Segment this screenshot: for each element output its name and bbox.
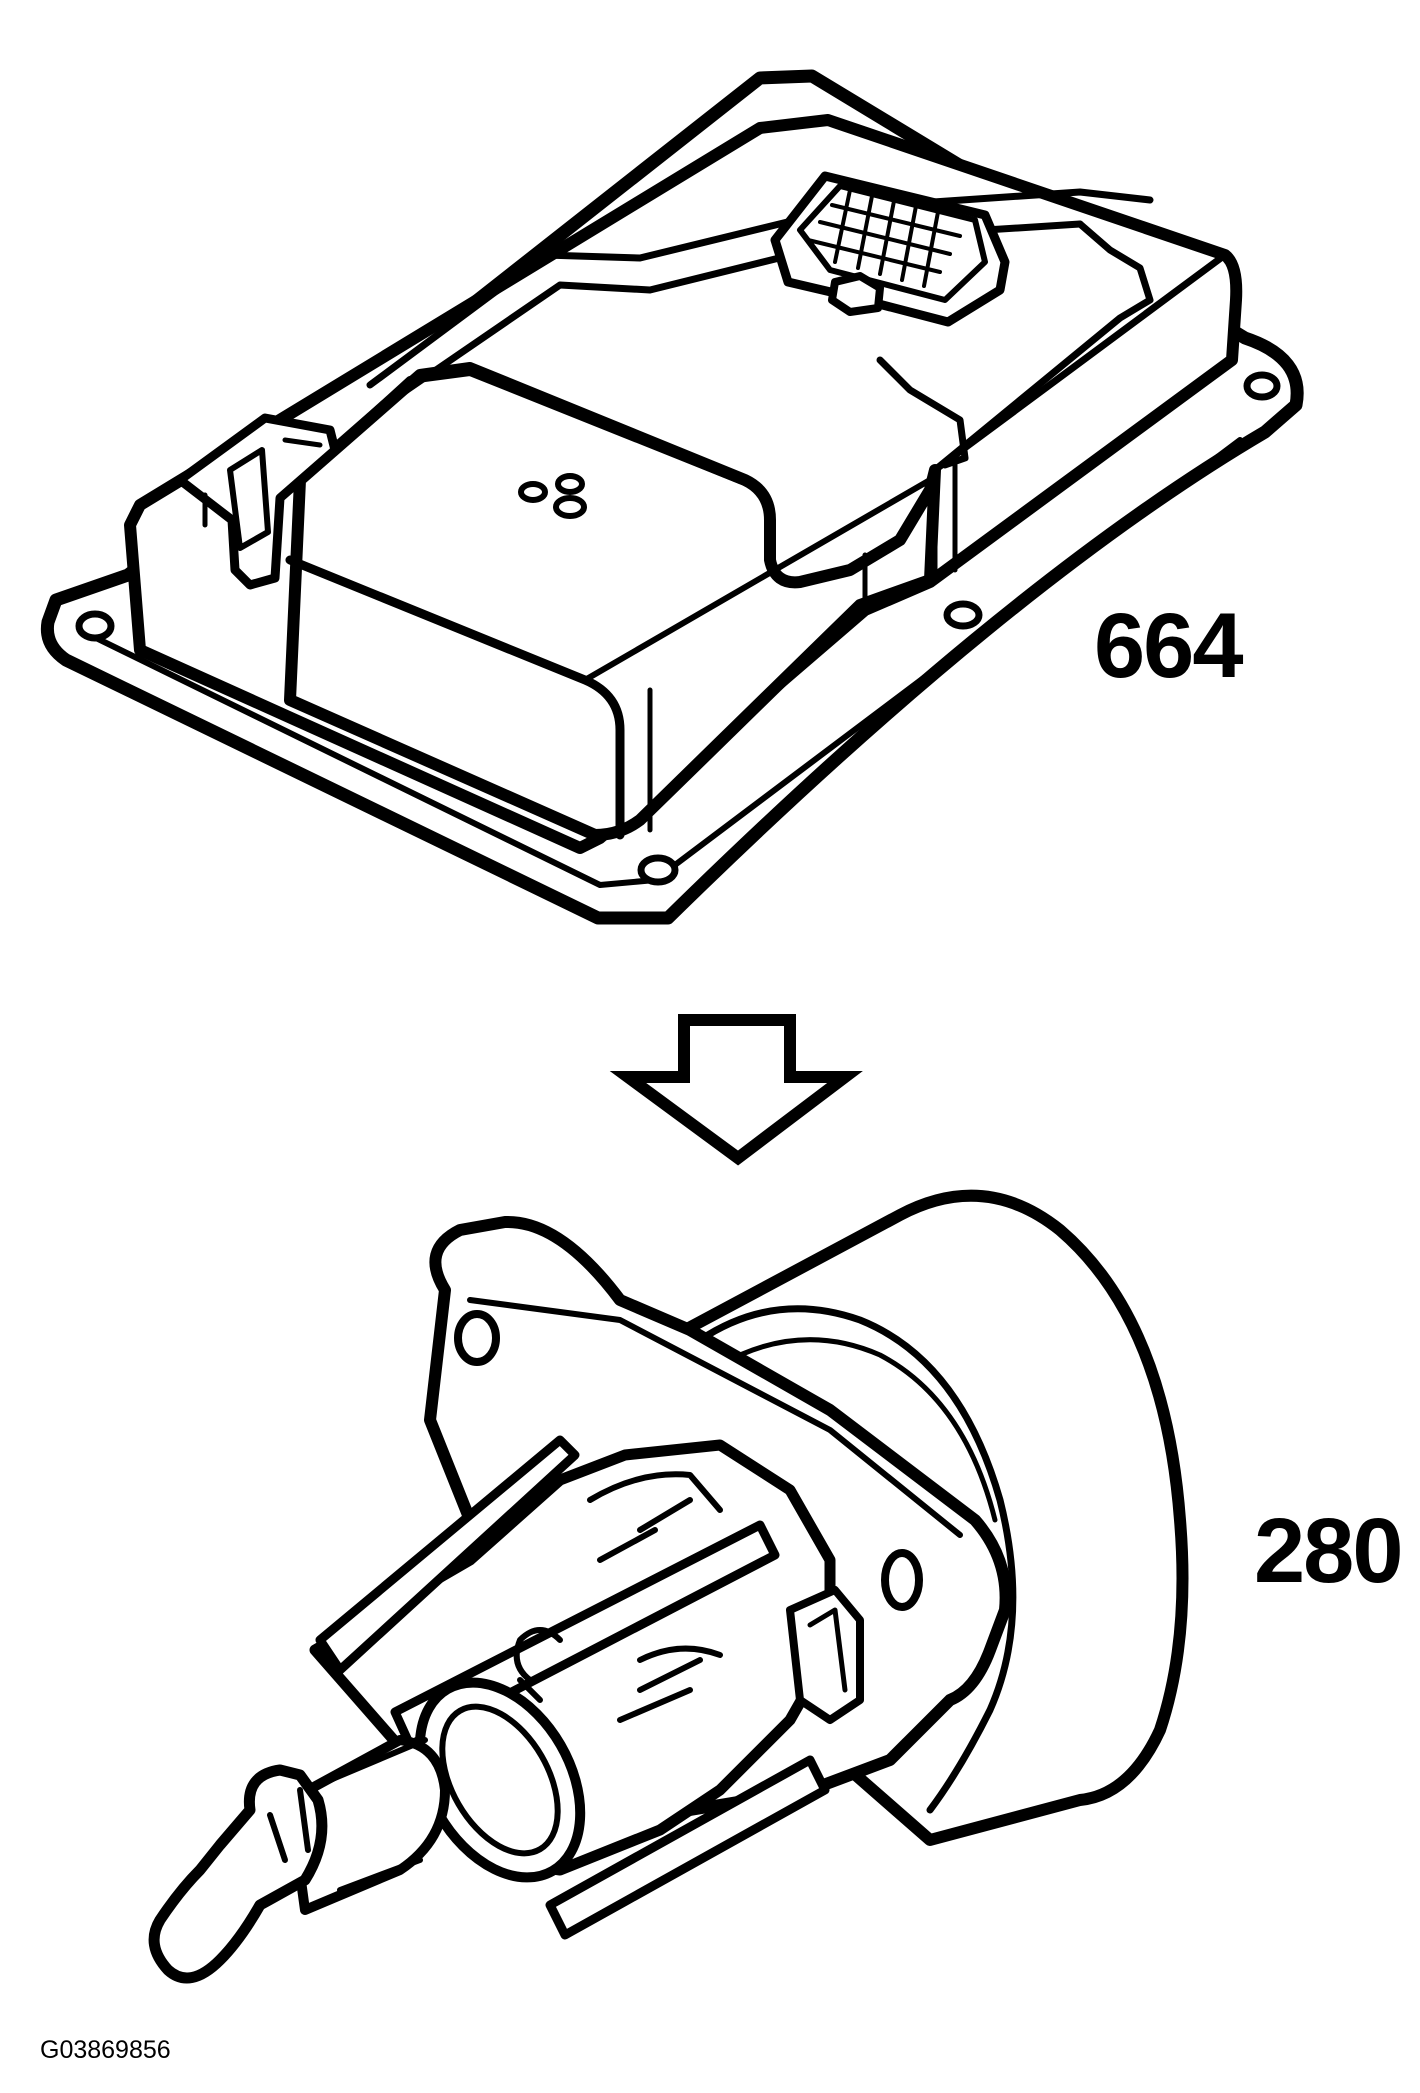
module-bracket-tab (175, 413, 340, 590)
mounting-hole-left (75, 610, 115, 642)
component-number-664: 664 (1094, 595, 1243, 697)
flange-hole-upper (454, 1310, 500, 1366)
motor-unit-illustration (148, 1189, 1189, 1984)
shaft-tip (148, 1764, 328, 1984)
control-module-illustration (40, 69, 1304, 925)
mounting-hole-rear (1243, 371, 1281, 401)
mounting-hole-right (943, 600, 983, 630)
flange-hole-right (881, 1549, 923, 1611)
component-number-280: 280 (1254, 1500, 1403, 1602)
down-arrow-icon (609, 1014, 863, 1166)
mounting-hole-front (637, 854, 679, 886)
figure-id: G03869856 (40, 2036, 171, 2064)
